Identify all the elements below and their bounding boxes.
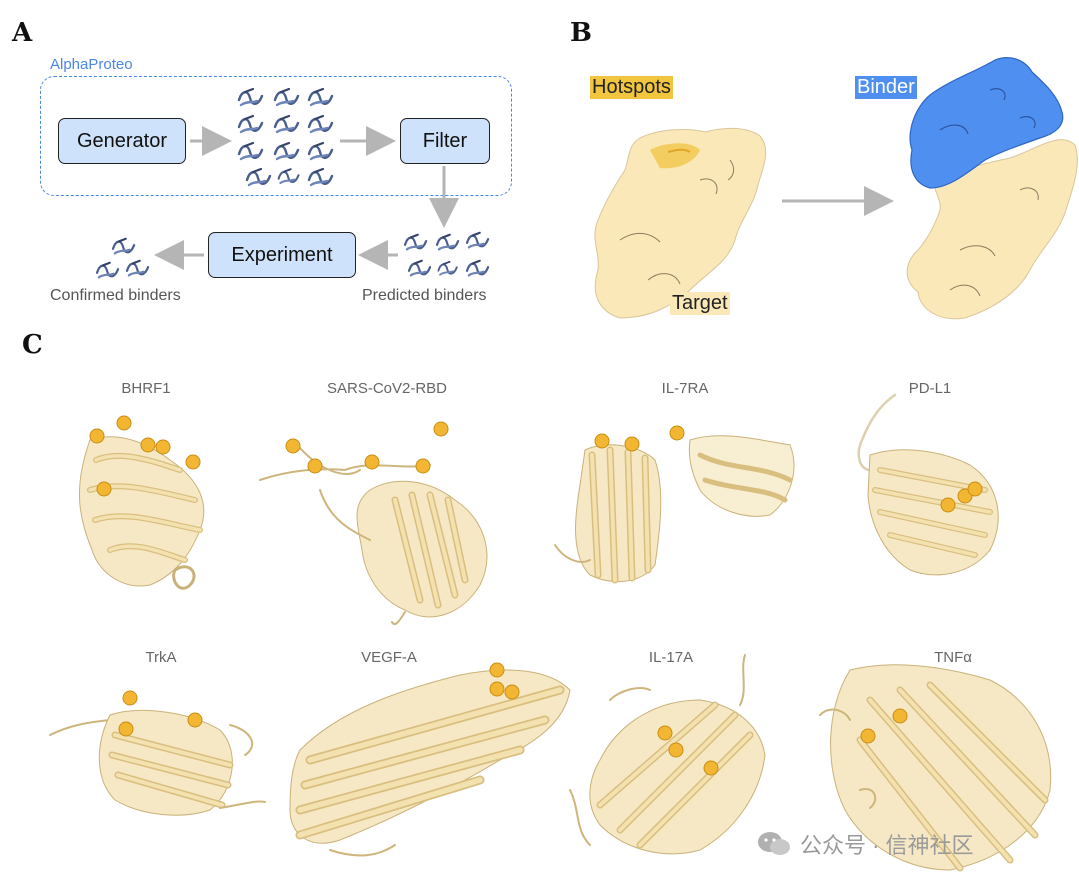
alphaproteo-label: AlphaProteo xyxy=(50,56,133,73)
protein-label-trka: TrkA xyxy=(145,649,177,666)
panel-c-letter: C xyxy=(22,330,43,360)
structure-tnfa xyxy=(819,664,1052,872)
protein-label-tnfa: TNFα xyxy=(934,649,972,666)
confirmed-binders-grid xyxy=(95,237,150,279)
structure-il-7ra xyxy=(554,435,795,584)
structure-trka xyxy=(49,709,266,816)
generated-designs-grid xyxy=(237,87,334,187)
target-surface-left xyxy=(594,127,767,319)
watermark-text: 公众号 · 信神社区 xyxy=(800,833,974,858)
hotspots-label: Hotspots xyxy=(590,76,673,99)
wechat-icon xyxy=(758,832,790,855)
filter-box: Filter xyxy=(400,118,490,164)
structure-pd-l1 xyxy=(857,393,999,576)
predicted-binders-grid xyxy=(403,231,490,277)
confirmed-binders-caption: Confirmed binders xyxy=(50,287,181,304)
target-label: Target xyxy=(670,292,730,315)
binder-surface xyxy=(909,57,1064,189)
protein-label-pd-l1: PD-L1 xyxy=(908,380,952,397)
generator-box: Generator xyxy=(58,118,186,164)
watermark: 公众号 · 信神社区 xyxy=(756,828,974,860)
hotspot-patch xyxy=(650,143,700,169)
structure-sars-cov2-rbd xyxy=(259,447,488,626)
protein-label-sars-cov2-rbd: SARS-CoV2-RBD xyxy=(326,380,448,397)
structure-il-17a xyxy=(569,654,766,855)
binder-label: Binder xyxy=(855,76,917,99)
hotspot-residues xyxy=(89,415,983,776)
target-surface-right xyxy=(906,139,1078,320)
protein-label-bhrf1: BHRF1 xyxy=(121,380,171,397)
panel-b-letter: B xyxy=(570,18,592,48)
experiment-box: Experiment xyxy=(208,232,356,278)
protein-label-il-7ra: IL-7RA xyxy=(661,380,709,397)
panel-a-letter: A xyxy=(12,18,33,48)
alphaproteo-group xyxy=(40,76,512,196)
structure-bhrf1 xyxy=(79,436,205,590)
protein-label-il-17a: IL-17A xyxy=(648,649,694,666)
predicted-binders-caption: Predicted binders xyxy=(362,287,487,304)
protein-label-vegf-a: VEGF-A xyxy=(361,649,417,666)
structure-vegf-a xyxy=(289,669,571,857)
